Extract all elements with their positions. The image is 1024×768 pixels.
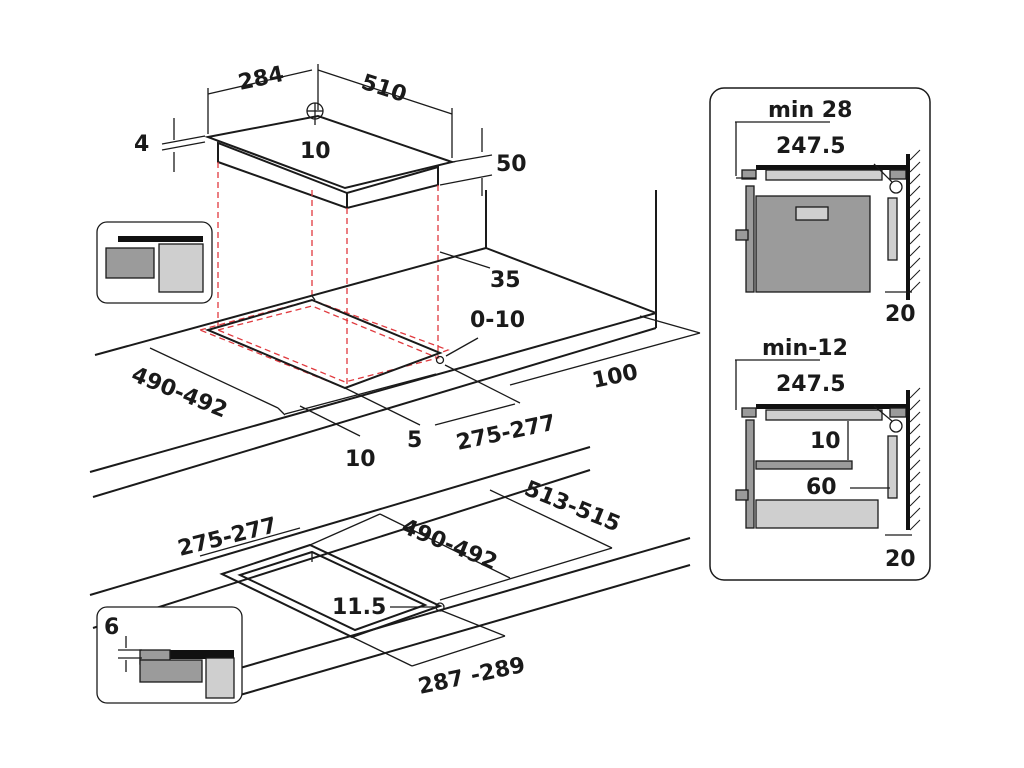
hob-dimension-lines — [161, 64, 493, 196]
worktop-top — [89, 190, 657, 498]
label-side-bottom-wall-gap: 20 — [885, 547, 916, 572]
label-glass-thickness: 4 — [134, 132, 149, 157]
label-side-bottom-distance: 247.5 — [776, 372, 846, 397]
label-side-bottom-gap-vertical: 10 — [810, 429, 841, 454]
label-hob-width: 510 — [358, 70, 409, 108]
label-hob-depth: 284 — [236, 62, 286, 96]
label-side-clearance: 100 — [590, 360, 640, 394]
label-side-top-title: min 28 — [768, 98, 852, 123]
worktop-bottom — [89, 446, 691, 696]
label-corner-radius: 11.5 — [332, 595, 386, 620]
cutout-projection-lines — [197, 162, 450, 389]
side-section-panel — [709, 87, 931, 581]
label-connection-offset: 10 — [300, 139, 331, 164]
label-cutout-width: 490-492 — [128, 362, 231, 423]
label-side-bottom-gap-horizontal: 60 — [806, 475, 837, 500]
label-front-tolerance: 0-10 — [470, 308, 525, 333]
wall-hatching — [909, 149, 921, 531]
inset-flush-detail-top — [96, 221, 213, 304]
top-cutout-dimension-lines — [149, 251, 701, 437]
label-flush-outer-width: 513-515 — [521, 476, 624, 537]
label-front-edge: 10 — [345, 447, 376, 472]
label-recess-depth: 6 — [104, 615, 119, 640]
oven-section-upper — [735, 121, 912, 300]
label-rear-clearance: 35 — [490, 268, 521, 293]
label-flush-inner-width: 490-492 — [398, 514, 501, 575]
flush-cutout-dimension-lines — [199, 489, 613, 667]
label-edge-gap: 5 — [407, 428, 422, 453]
label-side-bottom-title: min-12 — [762, 336, 848, 361]
label-side-top-distance: 247.5 — [776, 134, 846, 159]
label-cutout-depth: 275-277 — [454, 410, 558, 455]
labels: 284 510 4 10 50 35 0-10 100 490-492 10 5… — [104, 62, 916, 700]
oven-section-lower — [735, 359, 912, 536]
label-hob-height: 50 — [496, 152, 527, 177]
inset-flush-detail-bottom — [96, 606, 243, 704]
label-side-top-wall-gap: 20 — [885, 302, 916, 327]
